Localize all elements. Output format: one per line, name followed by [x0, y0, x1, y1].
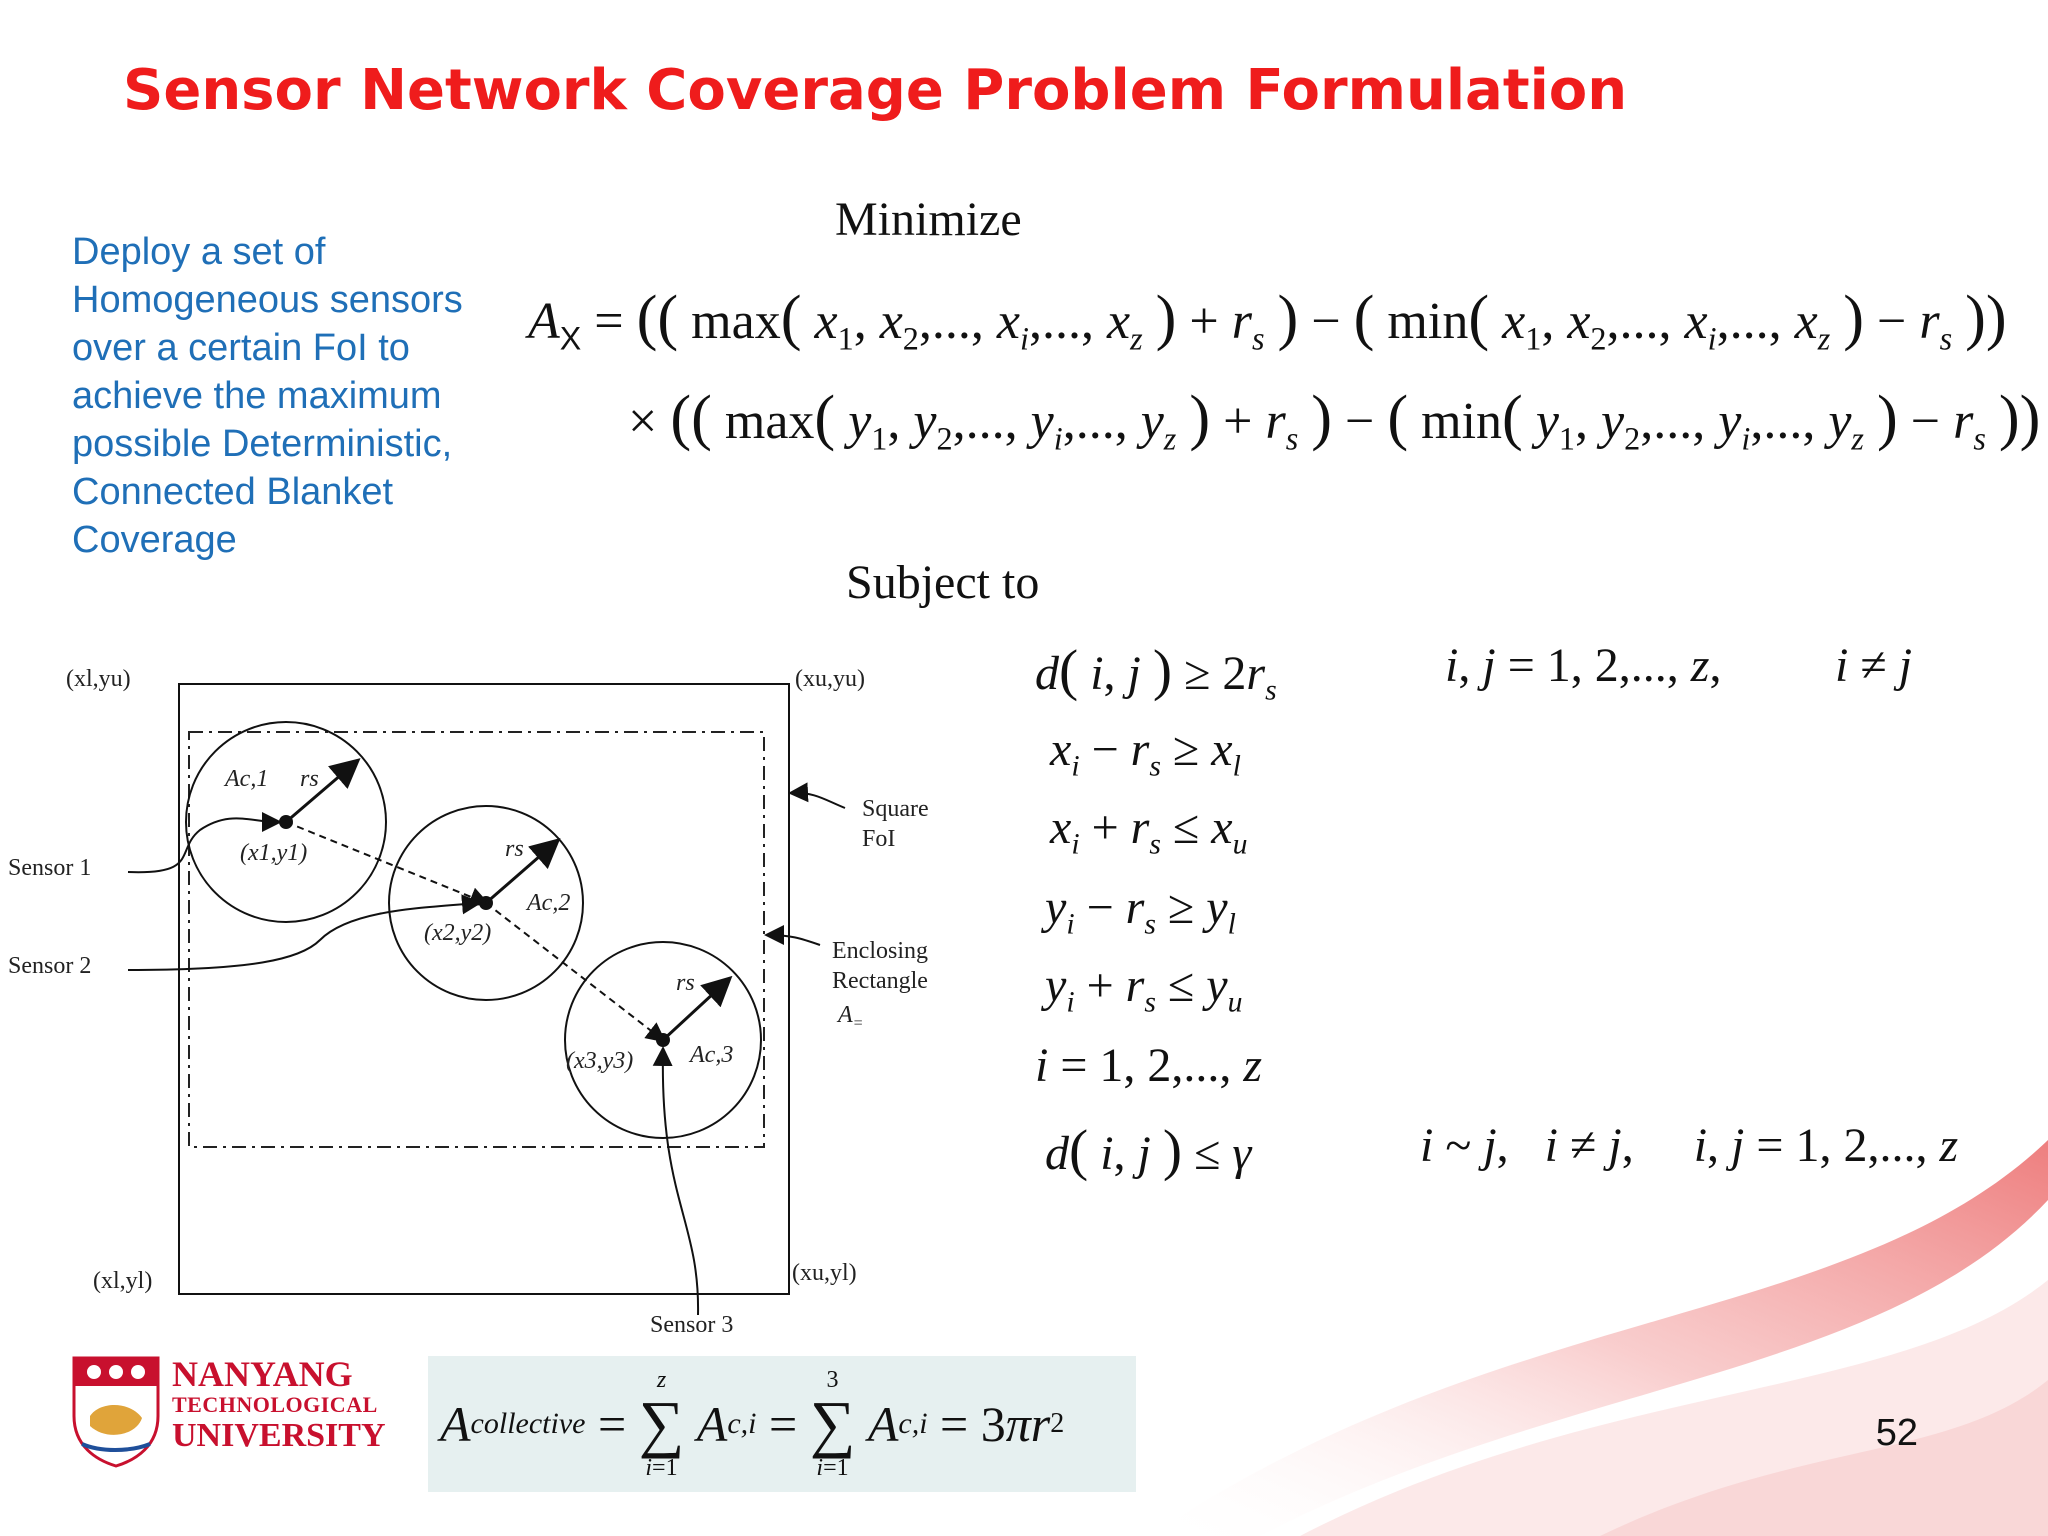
coverage-diagram: (xl,yu) (xu,yu) (xl,yl) (xu,yl) Sensor 1… — [8, 666, 929, 1338]
university-crest-icon — [72, 1356, 160, 1468]
constraint-connectivity-index: i ~ j, i ≠ j, i, j = 1, 2,..., z — [1420, 1119, 1959, 1172]
minimize-label: Minimize — [835, 193, 1022, 246]
slide-number: 52 — [1875, 1412, 1918, 1454]
svg-text:A=: A= — [836, 1002, 863, 1032]
radius-1-label: rs — [300, 766, 319, 792]
objective-line-2: × (( max( y1, y2,..., yi,..., yz ) + rs … — [628, 383, 2041, 457]
coord-3-label: (x3,y3) — [566, 1048, 633, 1074]
constraint-xu: xi + rs ≤ xu — [1050, 801, 1248, 861]
coord-1-label: (x1,y1) — [240, 840, 307, 866]
rectangle-label: Rectangle — [832, 968, 928, 994]
constraint-distance-neq: i ≠ j — [1835, 639, 1913, 692]
corner-bottom-left-label: (xl,yl) — [93, 1268, 152, 1294]
constraint-xl: xi − rs ≥ xl — [1050, 723, 1241, 783]
area-3-label: Ac,3 — [688, 1042, 733, 1068]
logo-line-3: UNIVERSITY — [172, 1417, 386, 1454]
area-2-label: Ac,2 — [525, 890, 570, 916]
radius-2-label: rs — [505, 836, 524, 862]
constraint-index: i = 1, 2,..., z — [1035, 1039, 1263, 1092]
sensor-1-label: Sensor 1 — [8, 855, 91, 881]
subject-to-label: Subject to — [846, 556, 1040, 609]
description-text: Deploy a set of Homogeneous sensors over… — [72, 231, 463, 561]
coord-2-label: (x2,y2) — [424, 920, 491, 946]
objective-line-1: AX = (( max( x1, x2,..., xi,..., xz ) + … — [528, 283, 2007, 357]
university-logo-text: NANYANG TECHNOLOGICAL UNIVERSITY — [172, 1356, 386, 1454]
sensor-2-circle — [388, 805, 584, 1001]
foi-label: FoI — [862, 826, 895, 852]
slide-title: Sensor Network Coverage Problem Formulat… — [123, 58, 1628, 123]
corner-top-right-label: (xu,yu) — [795, 666, 865, 692]
radius-3-label: rs — [676, 970, 695, 996]
constraint-yl: yi − rs ≥ yl — [1045, 881, 1236, 941]
corner-bottom-right-label: (xu,yl) — [792, 1260, 857, 1286]
constraint-distance-index: i, j = 1, 2,..., z, — [1445, 639, 1722, 692]
constraint-distance: d( i, j ) ≥ 2rs — [1035, 639, 1277, 707]
area-1-label: Ac,1 — [223, 766, 268, 792]
constraint-connectivity: d( i, j ) ≤ γ — [1045, 1119, 1252, 1182]
sensor-3-label: Sensor 3 — [650, 1312, 733, 1338]
logo-line-2: TECHNOLOGICAL — [172, 1392, 378, 1417]
sensor-1-circle — [185, 721, 387, 923]
constraint-yu: yi + rs ≤ yu — [1045, 959, 1243, 1019]
sensor-3-circle — [564, 941, 762, 1139]
corner-top-left-label: (xl,yu) — [66, 666, 131, 692]
logo-line-1: NANYANG — [172, 1354, 353, 1394]
enclosing-rectangle — [188, 731, 765, 1148]
foi-square — [178, 683, 790, 1295]
enclosing-label: Enclosing — [832, 938, 928, 964]
sensor-2-label: Sensor 2 — [8, 953, 91, 979]
square-label: Square — [862, 796, 929, 822]
collective-area-box — [428, 1356, 1136, 1492]
